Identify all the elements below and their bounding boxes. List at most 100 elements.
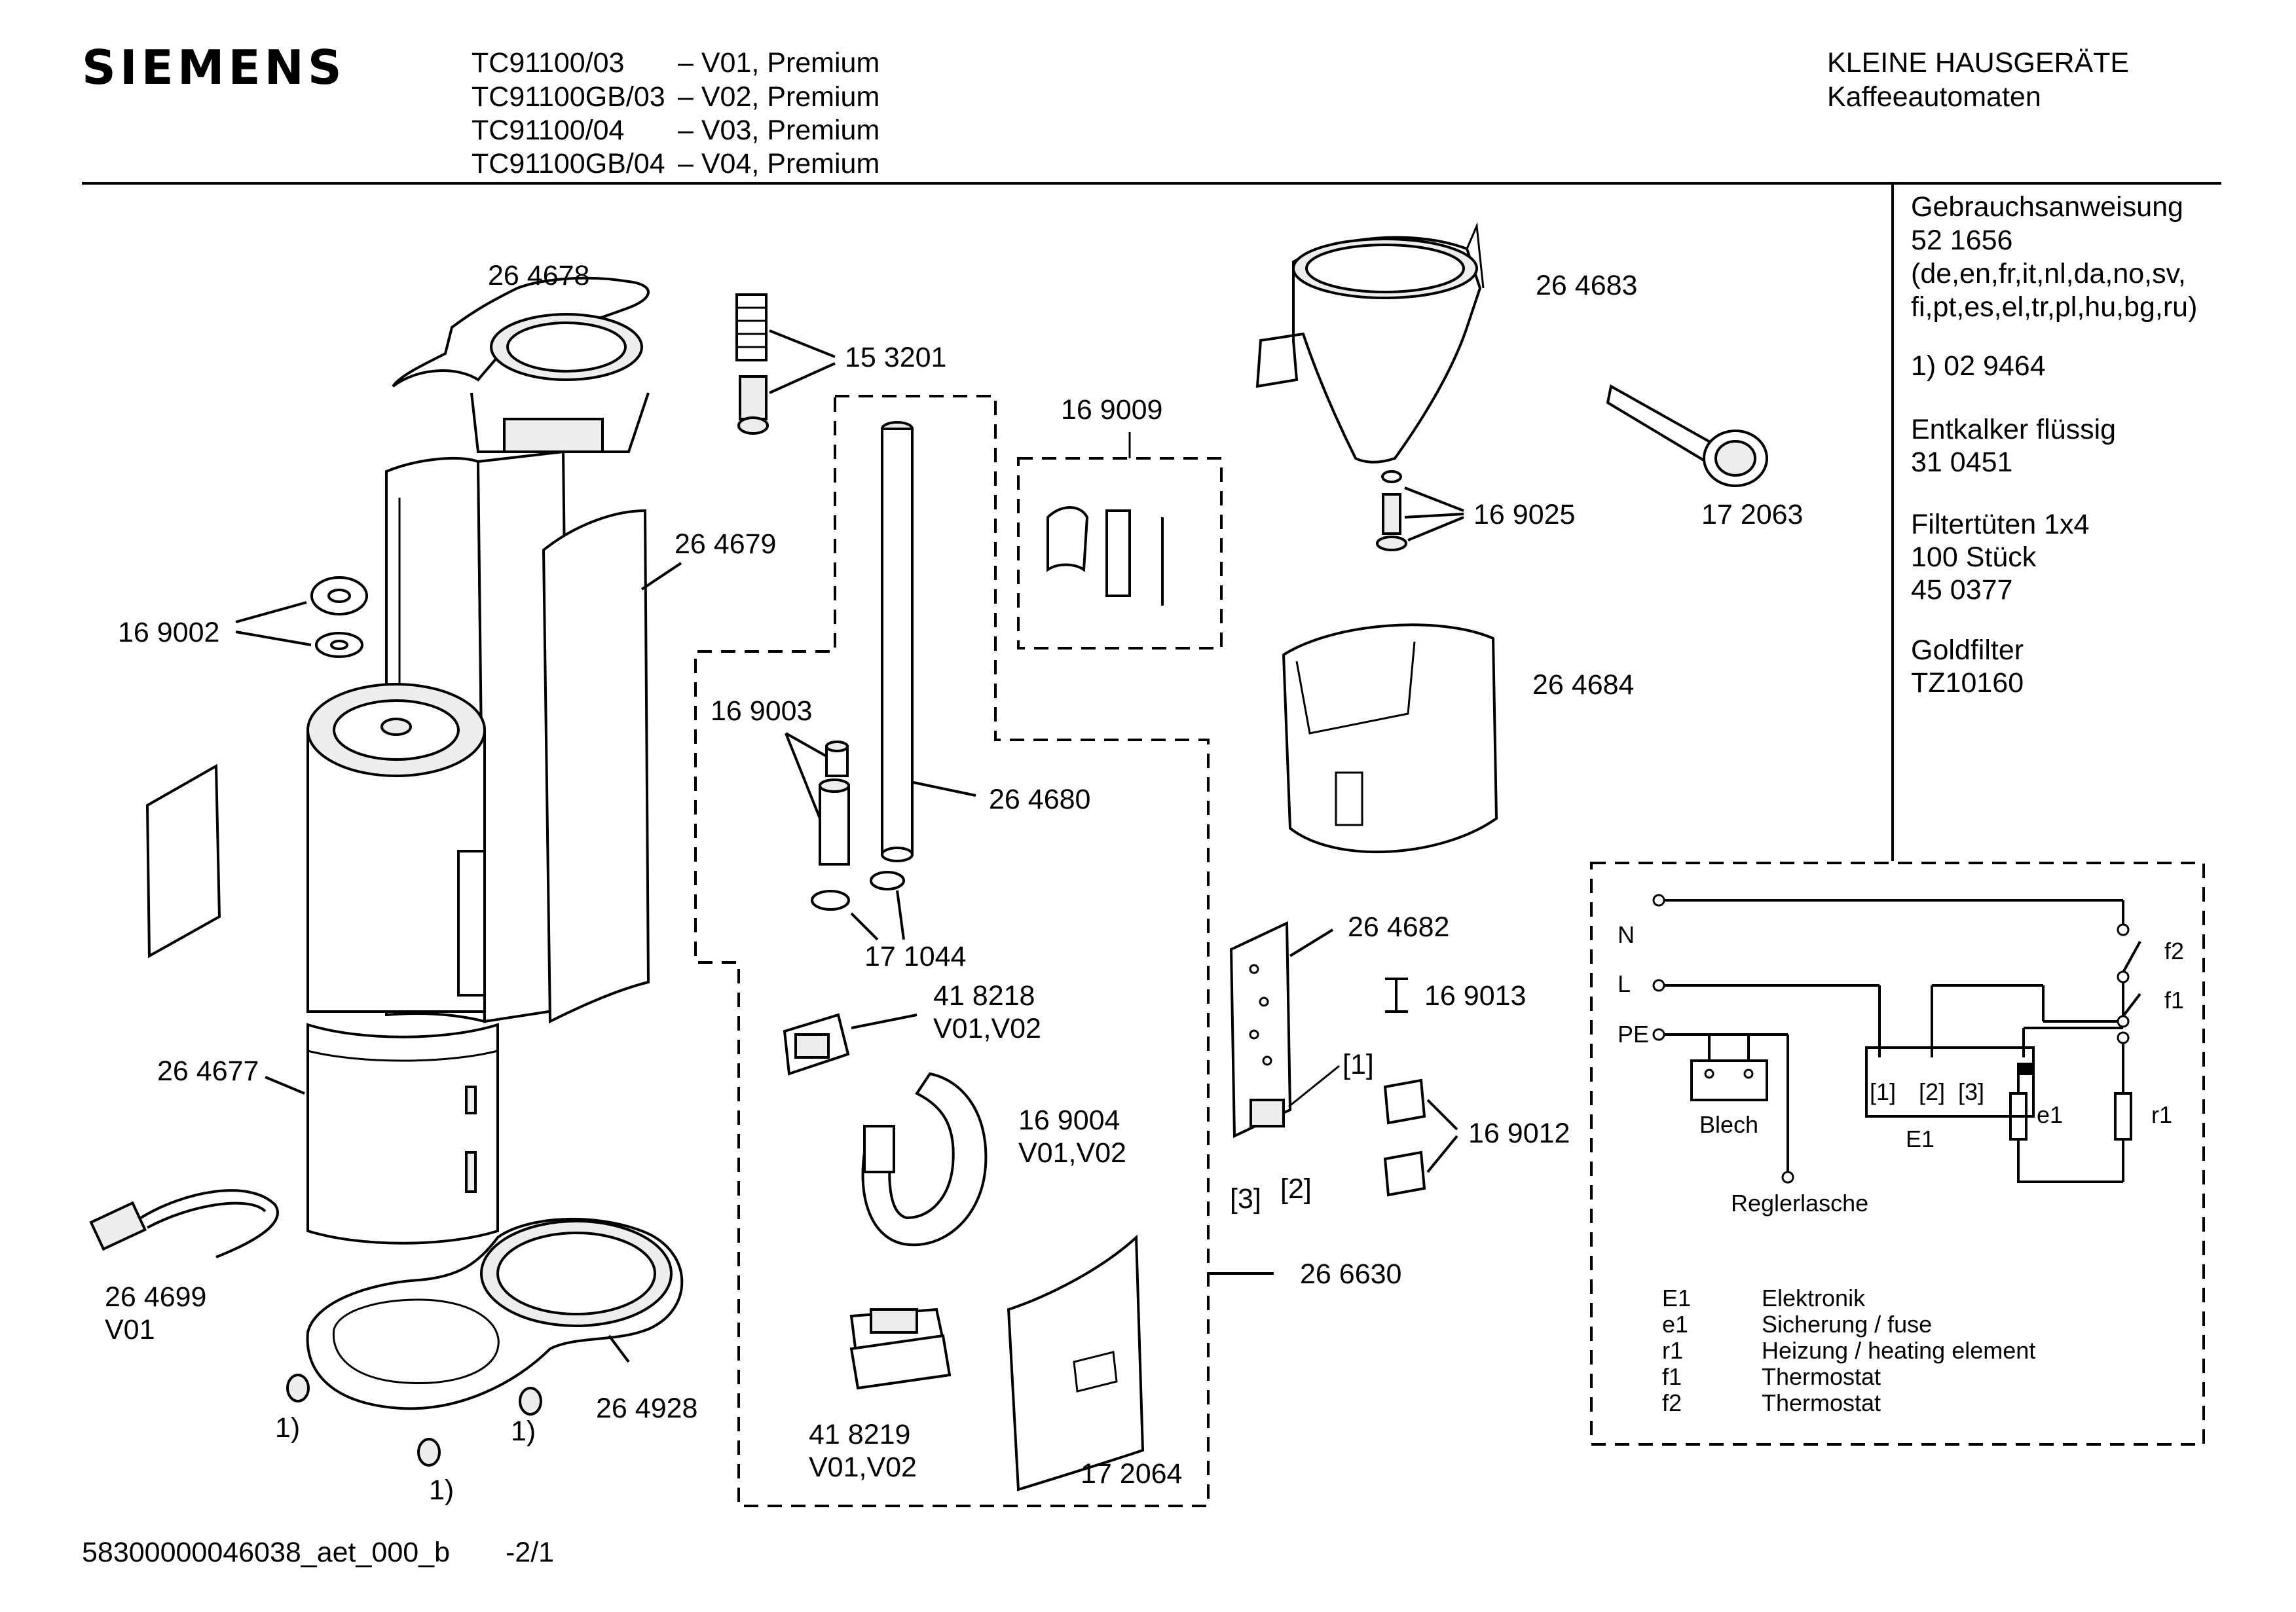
legend-desc: Thermostat (1762, 1363, 1881, 1390)
part-power-cord (89, 1189, 279, 1258)
part-plate (145, 763, 221, 959)
part-label: 26 4677 (157, 1055, 259, 1087)
part-label: 26 4928 (596, 1393, 697, 1424)
model-variant-1: – V01, Premium (678, 47, 880, 79)
model-code-4: TC91100GB/04 (472, 148, 665, 179)
leader-line (769, 329, 836, 358)
assembly-group-outline (694, 395, 1210, 1507)
circuit-label: N (1618, 921, 1635, 948)
leader-line (1407, 516, 1464, 541)
circuit-label: Reglerlasche (1731, 1190, 1868, 1217)
circuit-legend: E1 Elektronik e1 Sicherung / fuse r1 Hei… (1662, 1285, 2035, 1416)
circuit-label: f1 (2164, 987, 2184, 1014)
accessory-line: Entkalker flüssig (1911, 414, 2116, 445)
part-terminals (1383, 1078, 1426, 1197)
part-drip-stop (1376, 470, 1407, 551)
circuit-label: f2 (2164, 938, 2184, 964)
leader-line (1288, 1065, 1340, 1108)
part-label: 17 2064 (1081, 1458, 1182, 1490)
part-label: 26 6630 (1300, 1258, 1401, 1290)
model-code-1: TC91100/03 (472, 47, 624, 79)
part-clamps (811, 871, 905, 911)
part-label: 16 9012 (1468, 1118, 1570, 1149)
legend-desc: Heizung / heating element (1762, 1337, 2035, 1364)
part-spring-valve (735, 293, 769, 435)
e1-branch (2009, 1063, 2123, 1183)
model-variant-4: – V04, Premium (678, 148, 880, 179)
accessory-line: Gebrauchsanweisung (1911, 191, 2183, 223)
footnote-marker: 1) (511, 1416, 536, 1447)
model-variant-3: – V03, Premium (678, 115, 880, 146)
terminal-marker: [3] (1230, 1183, 1261, 1215)
part-electronic-board (1229, 921, 1292, 1139)
terminal-marker: [2] (1280, 1173, 1312, 1205)
part-clip (1385, 978, 1408, 1013)
leader-line (850, 912, 879, 941)
footnote-marker: 1) (275, 1412, 300, 1444)
legend-code: f1 (1662, 1363, 1682, 1390)
circuit-label: PE (1618, 1021, 1649, 1048)
part-label: V01,V02 (933, 1013, 1041, 1044)
part-shield-plate (1007, 1234, 1145, 1492)
model-variant-2: – V02, Premium (678, 81, 880, 113)
part-label: V01 (105, 1314, 155, 1346)
part-label: V01,V02 (1018, 1137, 1126, 1169)
part-label: 17 2063 (1701, 499, 1803, 530)
r1-branch (2114, 1087, 2132, 1182)
legend-code: E1 (1662, 1285, 1691, 1311)
leader-line (769, 362, 836, 394)
leader-line (1404, 513, 1464, 519)
legend-desc: Sicherung / fuse (1762, 1311, 1932, 1338)
part-riser-tube (881, 421, 914, 862)
part-heating-element (861, 1072, 988, 1247)
leader-line (1426, 1135, 1458, 1173)
legend-desc: Thermostat (1762, 1389, 1881, 1416)
leader-line (235, 601, 307, 623)
circuit-label: e1 (2037, 1101, 2063, 1128)
part-label: 26 4682 (1348, 911, 1449, 943)
leader-line (235, 631, 312, 646)
leader-line (913, 781, 976, 797)
part-washers (310, 576, 368, 658)
part-label: 41 8218 (933, 980, 1035, 1012)
circuit-label: [3] (1958, 1078, 1984, 1105)
part-thermostat-bottom (849, 1308, 952, 1390)
pe-earth (1652, 1028, 1794, 1184)
part-label: 26 4684 (1532, 669, 1634, 701)
category-line-2: Kaffeeautomaten (1827, 81, 2041, 113)
part-label: 16 9025 (1473, 499, 1575, 530)
part-lower-body (306, 1023, 499, 1245)
accessory-line: 31 0451 (1911, 447, 2012, 478)
circuit-label: [2] (1919, 1078, 1945, 1105)
part-label: 15 3201 (845, 342, 946, 373)
accessory-line: fi,pt,es,el,tr,pl,hu,bg,ru) (1911, 291, 2197, 323)
leader-line (1289, 928, 1334, 957)
part-label: V01,V02 (809, 1452, 917, 1483)
circuit-diagram-outline (1590, 862, 2205, 1446)
model-code-2: TC91100GB/03 (472, 81, 665, 113)
accessory-line: Filtertüten 1x4 (1911, 509, 2089, 540)
category-line-1: KLEINE HAUSGERÄTE (1827, 47, 2129, 79)
leader-line (265, 1076, 305, 1095)
part-label: 16 9004 (1018, 1105, 1120, 1136)
leader-line (1404, 486, 1464, 512)
part-group-outline (1017, 457, 1223, 650)
circuit-label: L (1618, 970, 1631, 997)
part-tube-pieces (819, 741, 850, 866)
siemens-logo: SIEMENS (82, 40, 346, 95)
part-clips (1046, 506, 1164, 606)
accessory-line: 100 Stück (1911, 541, 2037, 573)
page-number: -2/1 (506, 1537, 554, 1568)
circuit-label: r1 (2151, 1101, 2172, 1128)
legend-code: f2 (1662, 1389, 1682, 1416)
part-label: 16 9002 (118, 617, 219, 648)
leader-line (640, 562, 682, 591)
part-thermostat-top (783, 1013, 850, 1076)
legend-code: e1 (1662, 1311, 1688, 1338)
part-label: 16 9003 (711, 695, 812, 727)
part-label: 26 4679 (675, 528, 776, 560)
wiring-schematic (1652, 894, 2141, 1118)
part-water-tank (306, 683, 486, 1013)
leader-line (608, 1334, 630, 1363)
part-label: 41 8219 (809, 1419, 910, 1450)
